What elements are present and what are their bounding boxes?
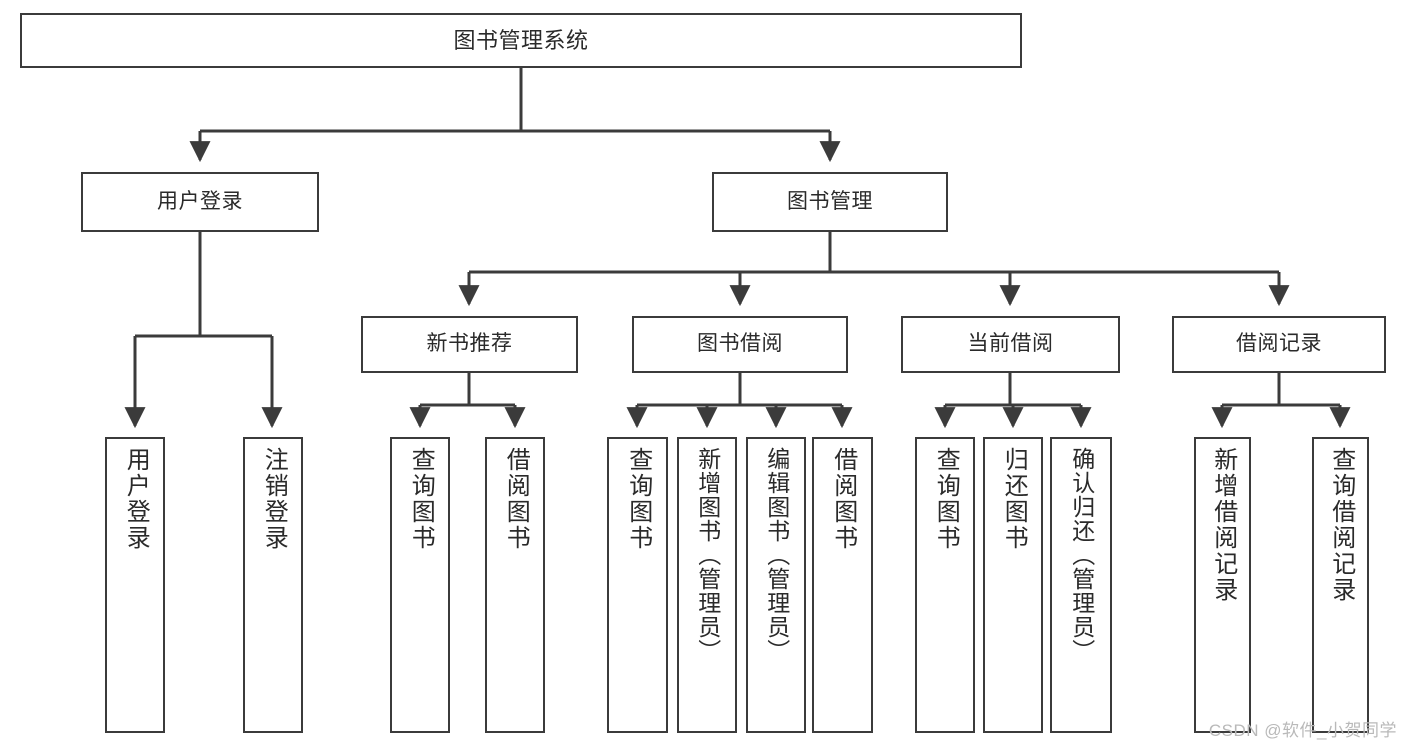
leaf-add-borrow-record[interactable]: 新增借阅记录 (1194, 437, 1251, 733)
node-label: 借阅图书 (829, 447, 857, 551)
node-label: 图书管理 (787, 189, 873, 213)
leaf-borrow-book-recommend[interactable]: 借阅图书 (485, 437, 545, 733)
node-root-book-management-system[interactable]: 图书管理系统 (20, 13, 1022, 68)
node-label: 新增图书（管理员） (694, 447, 721, 663)
node-borrow-record[interactable]: 借阅记录 (1172, 316, 1386, 373)
leaf-user-login[interactable]: 用户登录 (105, 437, 165, 733)
leaf-query-borrow-record[interactable]: 查询借阅记录 (1312, 437, 1369, 733)
node-label: 查询图书 (932, 447, 960, 551)
node-label: 编辑图书（管理员） (763, 447, 790, 663)
node-label: 查询图书 (407, 447, 435, 551)
leaf-query-book-current[interactable]: 查询图书 (915, 437, 975, 733)
node-label: 用户登录 (122, 447, 150, 551)
node-label: 查询借阅记录 (1327, 447, 1355, 603)
node-label: 图书管理系统 (453, 27, 589, 53)
node-label: 图书借阅 (697, 332, 783, 356)
csdn-watermark: CSDN @软件_小贺同学 (1208, 721, 1397, 740)
leaf-add-book-admin[interactable]: 新增图书（管理员） (677, 437, 737, 733)
node-label: 注销登录 (260, 447, 288, 551)
node-label: 当前借阅 (967, 332, 1054, 356)
leaf-return-book[interactable]: 归还图书 (983, 437, 1043, 733)
node-label: 新书推荐 (426, 332, 513, 356)
node-label: 查询图书 (624, 447, 652, 551)
node-label: 新增借阅记录 (1209, 447, 1237, 603)
node-label: 借阅图书 (502, 447, 530, 551)
leaf-borrow-book[interactable]: 借阅图书 (812, 437, 873, 733)
node-book-management[interactable]: 图书管理 (712, 172, 948, 232)
node-user-login[interactable]: 用户登录 (81, 172, 319, 232)
leaf-logout-login[interactable]: 注销登录 (243, 437, 303, 733)
node-label: 借阅记录 (1236, 332, 1322, 356)
leaf-edit-book-admin[interactable]: 编辑图书（管理员） (746, 437, 806, 733)
node-new-book-recommend[interactable]: 新书推荐 (361, 316, 578, 373)
node-label: 归还图书 (1000, 447, 1028, 551)
leaf-confirm-return-admin[interactable]: 确认归还（管理员） (1050, 437, 1112, 733)
leaf-query-book-borrow[interactable]: 查询图书 (607, 437, 668, 733)
node-current-borrow[interactable]: 当前借阅 (901, 316, 1120, 373)
node-book-borrow[interactable]: 图书借阅 (632, 316, 848, 373)
node-label: 确认归还（管理员） (1068, 447, 1095, 663)
node-label: 用户登录 (157, 189, 243, 213)
leaf-query-book-recommend[interactable]: 查询图书 (390, 437, 450, 733)
